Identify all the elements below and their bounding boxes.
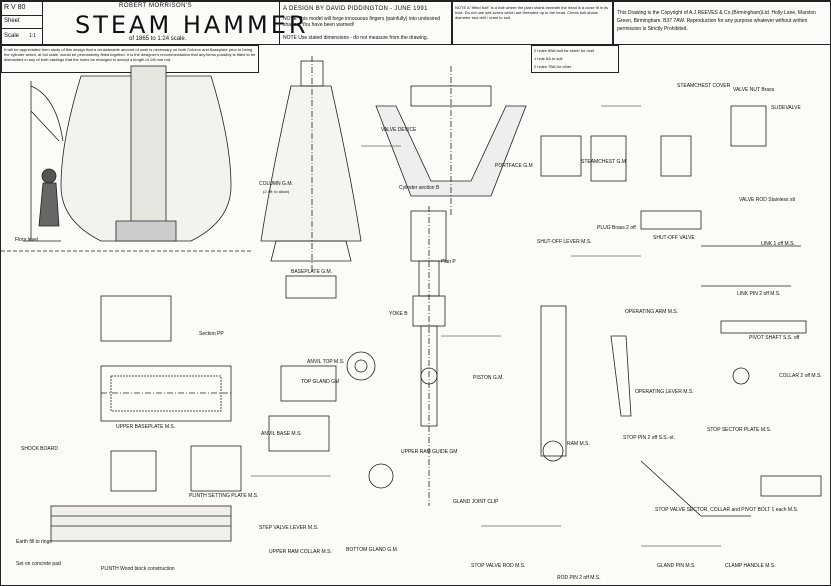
- piston-label: PISTON G.M.: [473, 375, 504, 381]
- sheet-label: Sheet: [4, 18, 20, 24]
- earth-fill-label: Earth fill to ringe: [16, 539, 53, 545]
- warning-note: NOTE This model will forge innocuous fin…: [283, 16, 441, 28]
- ram-view: [540, 135, 627, 462]
- fitted-bolt-note: NOTE A "fitted bolt" is a bolt where the…: [455, 5, 609, 20]
- central-column: [410, 206, 447, 506]
- valve-rod-label: VALVE ROD Stainless stl: [739, 197, 795, 203]
- concrete-label: Set on concrete pad: [16, 561, 61, 567]
- anvil-top-label: ANVIL TOP M.S.: [307, 359, 345, 365]
- upper-ram-guide-label: UPPER RAM GUIDE GM: [401, 449, 458, 455]
- anvil-views: [268, 275, 394, 489]
- clamp-handle-label: CLAMP HANDLE M.S.: [725, 563, 776, 569]
- engineering-drawing: [1, 56, 822, 547]
- upper-ram-collar-label: UPPER RAM COLLAR M.S.: [269, 549, 332, 555]
- drawing-title: STEAM HAMMER: [75, 11, 309, 39]
- slide-valve-label: SLIDEVALVE: [771, 105, 801, 111]
- shut-off-valve-label: SHUT-OFF VALVE: [653, 235, 695, 241]
- scale-label: Scale: [4, 33, 20, 39]
- valve-device-label: VALVE DEVICE: [381, 127, 417, 133]
- plug-label: PLUG Brass 2 off: [597, 225, 636, 231]
- dimension-note: NOTE Use stated dimensions - do not meas…: [283, 35, 429, 41]
- section-pp-label: Section PP: [199, 331, 224, 337]
- hammer-illustration: [1, 65, 251, 252]
- column-note: (2 off; to allow): [263, 189, 290, 194]
- sheet-box: [1, 15, 43, 29]
- portface-label: PORTFACE G.M: [495, 163, 533, 169]
- copyright-box: [613, 1, 831, 45]
- column-elevation: [260, 56, 362, 271]
- plinth-view: [50, 445, 242, 542]
- stop-pin-label: STOP PIN 2 off S.S.-st.: [623, 435, 675, 441]
- steamchest-cover-label: STEAMCHEST COVER: [677, 83, 731, 89]
- anvil-base-label: ANVIL BASE M.S.: [261, 431, 302, 437]
- operating-lever-label: OPERATING LEVER M.S.: [635, 389, 694, 395]
- stop-valve-rod-label: STOP VALVE ROD M.S.: [471, 563, 526, 569]
- intro-box: [1, 45, 259, 73]
- plinth-setting-label: PLINTH SETTING PLATE M.S.: [189, 493, 259, 499]
- baseplate-label: BASEPLATE G.M.: [291, 269, 333, 275]
- maker-name: ROBERT MORRISON'S: [119, 3, 193, 9]
- column-label: COLUMN G.M.: [259, 181, 293, 187]
- bolt-note-box: [452, 1, 613, 45]
- design-box: [279, 1, 452, 45]
- yoke-label: YOKE B: [389, 311, 408, 317]
- legend-item: 2 holes 7BA for other: [534, 64, 572, 69]
- shock-board-label: SHOCK BOARD: [21, 446, 58, 452]
- gland-joint-label: GLAND JOINT CLIP: [453, 499, 499, 505]
- gland-pin-label: GLAND PIN M.S.: [657, 563, 696, 569]
- shut-off-lever-label: SHUT-OFF LEVER M.S.: [537, 239, 592, 245]
- pivot-shaft-label: PIVOT SHAFT S.S. off: [749, 335, 800, 341]
- scale-value: 1:1: [29, 33, 36, 39]
- stop-valve-sector-label: STOP VALVE SECTOR, COLLAR and PIVOT BOLT…: [655, 507, 799, 513]
- rod-pin-label: ROD PIN 2 off M.S.: [557, 575, 601, 581]
- step-valve-lever-label: STEP VALVE LEVER M.S.: [259, 525, 319, 531]
- legend-item: 2 holes 6BA bolt for sheet for rivet: [534, 48, 595, 53]
- ram-label: RAM M.S.: [567, 441, 590, 447]
- designer-credit: A DESIGN BY DAVID PIDDINGTON - JUNE 1991: [283, 6, 428, 12]
- stop-sector-plate-label: STOP SECTOR PLATE M.S.: [707, 427, 772, 433]
- collar-label: COLLAR 2 off M.S.: [779, 373, 822, 379]
- plan-label: Plan P: [441, 259, 456, 265]
- valve-gear: [610, 105, 822, 517]
- upper-baseplate-view: [100, 295, 232, 422]
- link-label: LINK 1 off M.S.: [761, 241, 795, 247]
- operating-arm-label: OPERATING ARM M.S.: [625, 309, 678, 315]
- link-pin-label: LINK PIN 2 off M.S.: [737, 291, 781, 297]
- upper-baseplate-label: UPPER BASEPLATE M.S.: [116, 424, 176, 430]
- bottom-gland-label: BOTTOM GLAND G.M.: [346, 547, 399, 553]
- copyright-notice: This Drawing is the Copyright of A.J.REE…: [617, 10, 816, 32]
- drawing-ref: R V 80: [4, 4, 26, 11]
- cylinder-section: [375, 66, 527, 216]
- legend-item: 1 hole 6A to suit: [534, 56, 563, 61]
- intro-note: It will be appreciated from study of thi…: [4, 47, 256, 62]
- dimension-lines: [251, 105, 721, 547]
- floor-level-label: Floor level: [15, 237, 39, 243]
- legend-box: [531, 45, 619, 73]
- steamchest-label: STEAMCHEST G.M: [581, 159, 626, 165]
- plinth-label: PLINTH Wood block construction: [101, 566, 175, 572]
- top-gland-label: TOP GLAND GM: [301, 379, 340, 385]
- valve-nut-label: VALVE NUT Brass: [733, 87, 775, 93]
- cylinder-section-label: Cylinder section B: [399, 185, 440, 191]
- drawing-subtitle: of 1865 to 1:24 scale.: [129, 36, 187, 42]
